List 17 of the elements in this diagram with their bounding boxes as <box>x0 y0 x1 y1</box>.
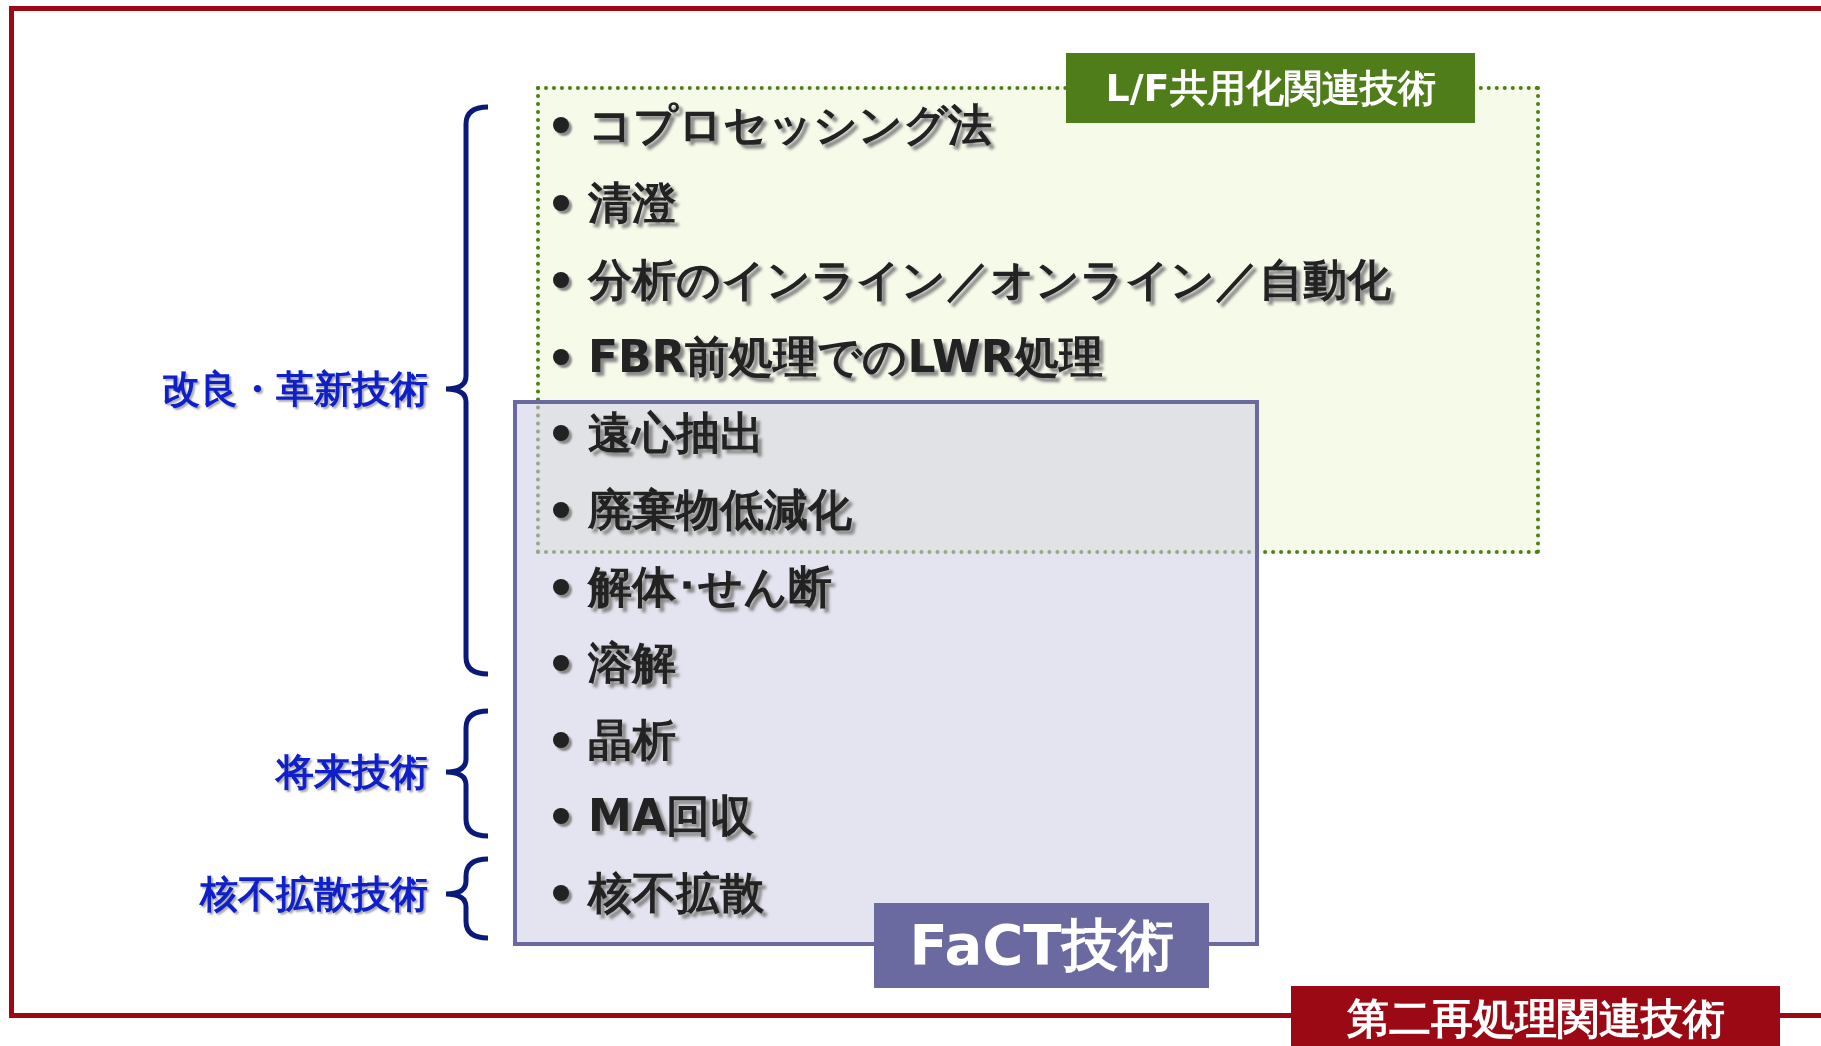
list-item: 廃棄物低減化 <box>588 483 852 537</box>
list-item: 核不拡散 <box>588 866 764 920</box>
list-item: MA回収 <box>588 789 754 843</box>
list-item: コプロセッシング法 <box>588 98 992 152</box>
heading-tag: FaCT技術 <box>874 903 1209 988</box>
bracket-label: 改良・革新技術 <box>162 366 428 413</box>
list-item: 遠心抽出 <box>588 406 764 460</box>
list-item: 溶解 <box>588 636 676 690</box>
list-item: 清澄 <box>588 176 676 230</box>
section-tag: 第二再処理関連技術 <box>1291 986 1780 1046</box>
list-item: 分析のインライン／オンライン／自動化 <box>588 253 1391 307</box>
list-item: 解体･せん断 <box>588 560 832 614</box>
bracket-label: 核不拡散技術 <box>200 871 428 918</box>
list-item: 晶析 <box>588 713 676 767</box>
heading-tag: L/F共用化関連技術 <box>1066 53 1475 123</box>
list-item: FBR前処理でのLWR処理 <box>588 330 1103 384</box>
bracket-label: 将来技術 <box>276 749 428 796</box>
